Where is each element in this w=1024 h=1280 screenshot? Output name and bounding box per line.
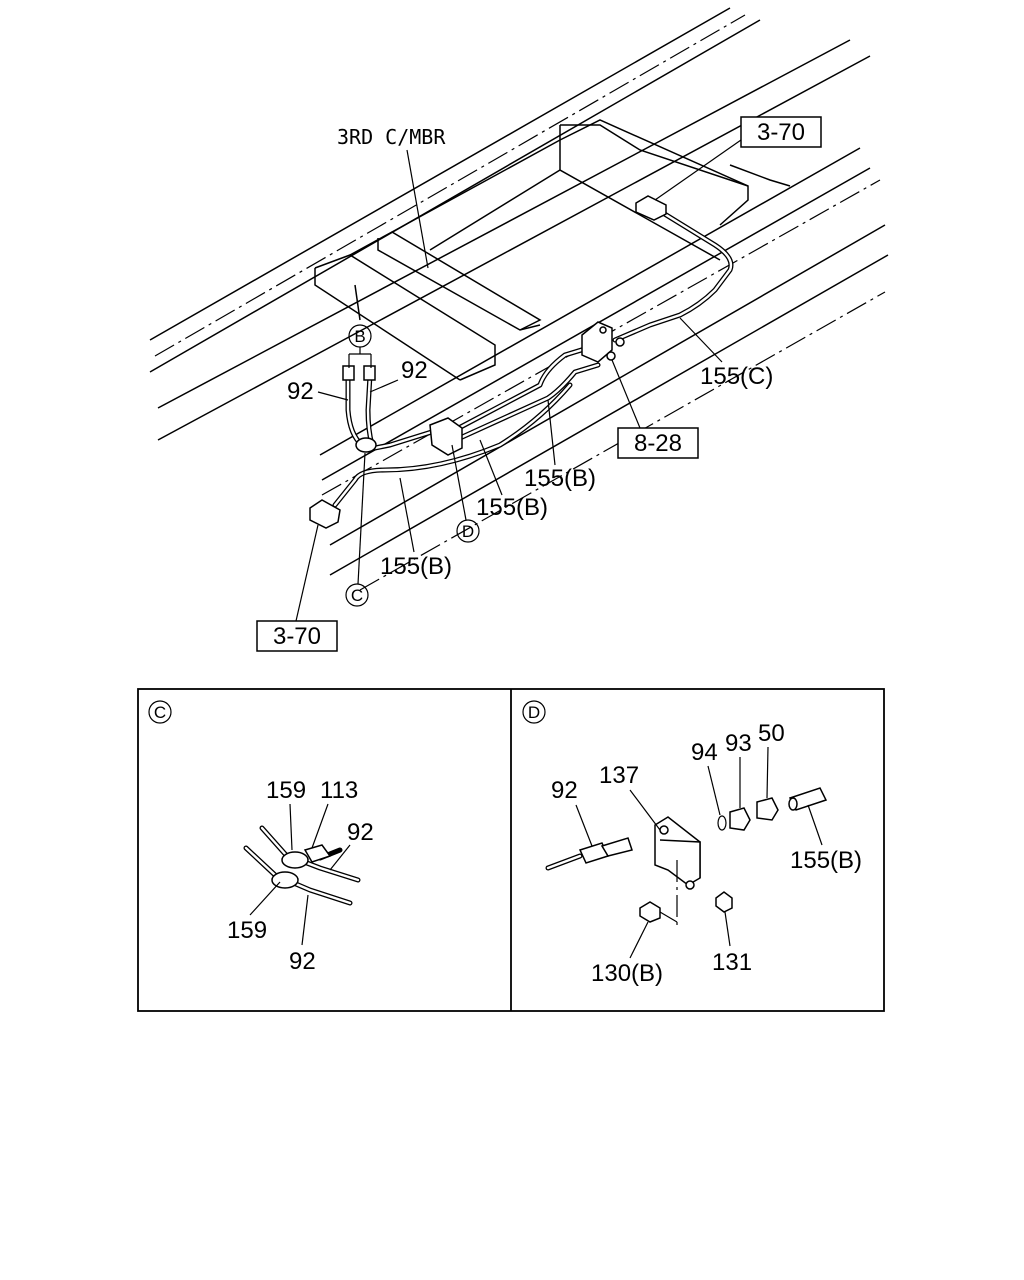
detail-d-marker: D [528,703,540,722]
detail-d: D 92 137 94 [522,700,862,987]
label-113: 113 [320,777,358,804]
circle-marker-d: D [451,444,480,543]
label-92-bottom: 92 [289,948,316,975]
ref-mid-right-text: 8-28 [634,430,682,457]
label-92-right: 92 [401,357,428,384]
label-159-top: 159 [266,777,306,804]
label-92-left: 92 [287,378,314,405]
svg-text:D: D [462,522,474,541]
ref-box-bottom-left[interactable]: 3-70 [256,620,338,652]
third-cross-member [314,119,791,381]
pipe-bracket [429,417,463,456]
circle-marker-b: B [348,324,372,368]
label-155c: 155(C) [700,363,773,390]
label-155b: 155(B) [790,847,862,874]
label-155b-3: 155(B) [380,553,452,580]
label-155b-1: 155(B) [524,465,596,492]
detail-c: C 159 113 92 159 92 [148,700,374,975]
label-130b: 130(B) [591,960,663,987]
main-view: 3RD C/MBR 3-70 B 92 92 155(C) 8-28 155(B… [149,7,889,652]
label-92: 92 [551,777,578,804]
brake-pipes [332,202,734,508]
label-131: 131 [712,949,752,976]
label-137: 137 [599,762,639,789]
svg-text:B: B [354,327,365,346]
ref-top-right-text: 3-70 [757,119,805,146]
label-94: 94 [691,739,718,766]
label-50: 50 [758,720,785,747]
svg-text:C: C [351,586,363,605]
components [309,195,667,529]
detail-panels: C 159 113 92 159 92 D [137,688,885,1012]
label-155b-2: 155(B) [476,494,548,521]
ref-box-mid-right[interactable]: 8-28 [617,427,699,459]
cross-member-label: 3RD C/MBR [337,125,446,149]
ref-box-top-right[interactable]: 3-70 [740,116,822,148]
hose-end-right [363,365,376,381]
ref-bottom-left-text: 3-70 [273,623,321,650]
left-fitting [309,499,341,529]
hose-end-left [342,365,355,381]
circle-marker-c: C [345,452,369,607]
detail-c-marker: C [154,703,166,722]
top-fitting [635,195,667,221]
label-93: 93 [725,730,752,757]
label-159-bottom: 159 [227,917,267,944]
label-92-top: 92 [347,819,374,846]
pipe-clamp [355,437,377,453]
